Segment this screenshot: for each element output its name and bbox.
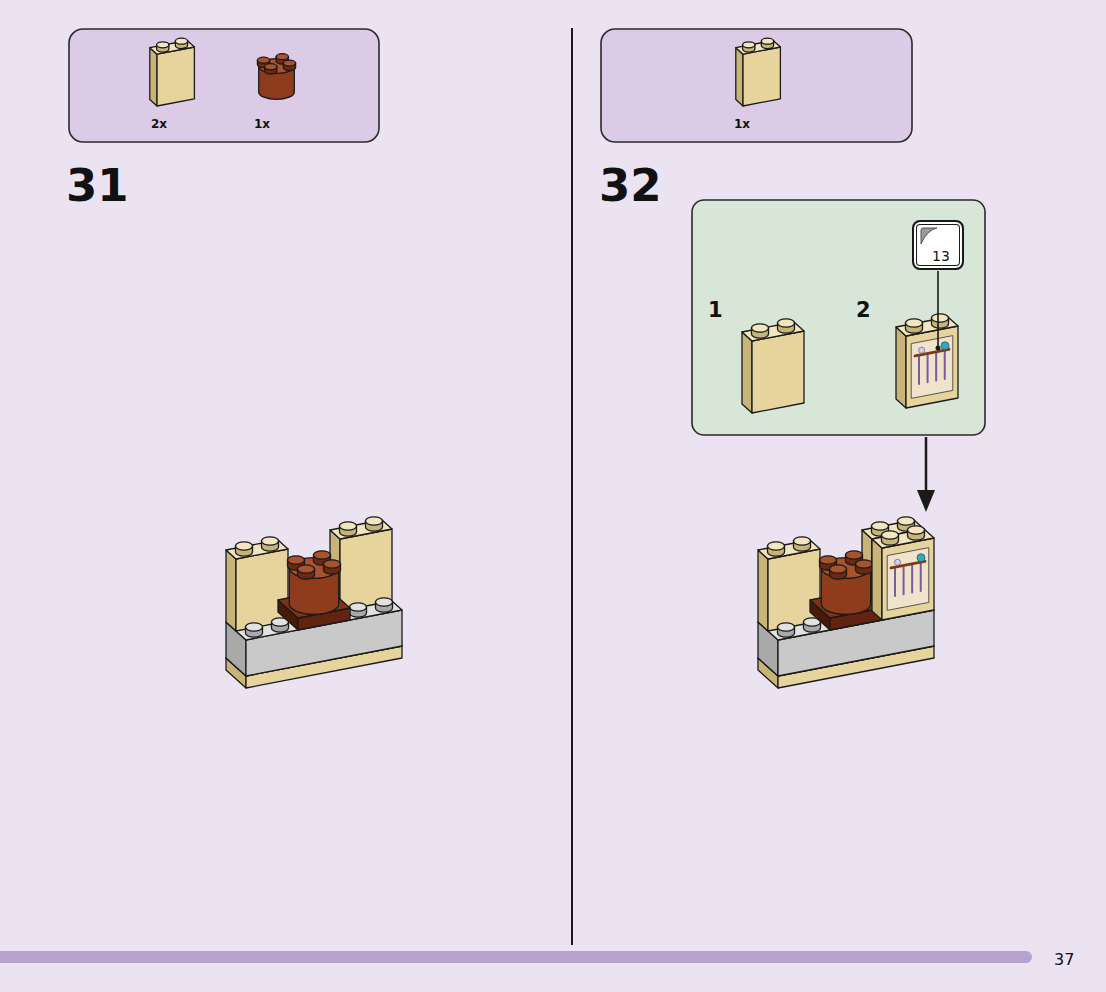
parts-box: 1x <box>601 29 912 142</box>
stud <box>257 57 269 63</box>
stud <box>324 560 341 568</box>
part-count: 2x <box>151 118 167 130</box>
substep-panel: 1 2 13 <box>692 200 985 435</box>
stud <box>882 531 899 539</box>
brick-face <box>742 322 804 341</box>
stud <box>820 556 837 564</box>
panel-backgrounds <box>69 29 985 435</box>
stud <box>768 542 785 550</box>
brick-face <box>743 47 780 106</box>
sticker-utensil <box>920 564 922 591</box>
sticker-utensil <box>944 352 946 379</box>
part-count: 1x <box>254 118 270 130</box>
stud <box>276 54 288 60</box>
brick-face <box>157 47 194 106</box>
brick-face <box>226 550 236 631</box>
stud <box>830 565 847 573</box>
brick-face <box>340 529 392 611</box>
stud <box>898 517 915 525</box>
stud <box>846 551 863 559</box>
stud <box>283 60 295 66</box>
substep-number: 1 <box>708 300 723 321</box>
stud <box>236 542 253 550</box>
arrow-head <box>917 490 935 512</box>
sticker-detail <box>941 342 949 350</box>
stud <box>856 560 873 568</box>
brick-face <box>872 529 934 548</box>
page-number: 37 <box>1054 952 1074 968</box>
part-count: 1x <box>734 118 750 130</box>
brick-face <box>236 549 288 631</box>
stud <box>265 64 277 70</box>
brick-face <box>758 550 768 631</box>
brick-face <box>330 520 392 539</box>
sticker-detail <box>919 347 925 353</box>
stud <box>246 623 263 631</box>
stud <box>288 556 305 564</box>
stud <box>778 319 795 327</box>
step-number: 32 <box>599 163 662 208</box>
stud <box>906 319 923 327</box>
sticker <box>911 336 953 399</box>
stud <box>376 598 393 606</box>
brick-face <box>906 326 958 408</box>
brick-face <box>768 549 820 631</box>
brick-face <box>742 332 752 413</box>
sticker-utensil <box>935 353 937 380</box>
brick-face <box>752 331 804 413</box>
brick-face <box>872 539 882 620</box>
sticker-utensil <box>911 565 913 592</box>
brick-drawings <box>150 38 958 688</box>
stud <box>350 603 367 611</box>
stud <box>175 38 187 44</box>
sticker-utensil <box>903 567 905 594</box>
sticker-utensil <box>918 357 920 384</box>
sticker-detail <box>895 559 901 565</box>
divider-line <box>571 28 573 945</box>
stud <box>366 517 383 525</box>
sticker-utensil <box>894 569 896 596</box>
page-bar <box>0 951 1032 963</box>
substep-number: 2 <box>856 300 871 321</box>
brick-face <box>896 317 958 336</box>
brick-face <box>896 327 906 408</box>
stud <box>314 551 331 559</box>
brick-face <box>226 540 288 559</box>
sticker-detail <box>917 554 925 562</box>
sticker <box>887 548 929 611</box>
panel-background <box>69 29 379 142</box>
stud <box>778 623 795 631</box>
sticker-number: 13 <box>917 249 965 263</box>
brick-face <box>736 48 743 106</box>
stud <box>262 537 279 545</box>
panel-background <box>601 29 912 142</box>
stud <box>298 565 315 573</box>
stud <box>743 42 755 48</box>
step-number: 31 <box>66 163 129 208</box>
sticker-icon <box>919 226 941 246</box>
stud <box>340 522 357 530</box>
stud <box>932 314 949 322</box>
stud <box>872 522 889 530</box>
parts-box: 2x 1x <box>69 29 379 142</box>
brick-face <box>882 538 934 620</box>
panel-background <box>692 200 985 435</box>
leader-line <box>937 271 939 346</box>
stud <box>761 38 773 44</box>
sticker-utensil <box>927 355 929 382</box>
brick-face <box>758 540 820 559</box>
sticker-icon-curl <box>921 228 937 244</box>
stud <box>794 537 811 545</box>
placement-arrow <box>925 437 928 494</box>
stud <box>908 526 925 534</box>
stud <box>752 324 769 332</box>
brick-face <box>150 48 157 106</box>
sticker-box: 13 <box>912 220 964 270</box>
leader-dot <box>936 346 941 351</box>
stud <box>157 42 169 48</box>
